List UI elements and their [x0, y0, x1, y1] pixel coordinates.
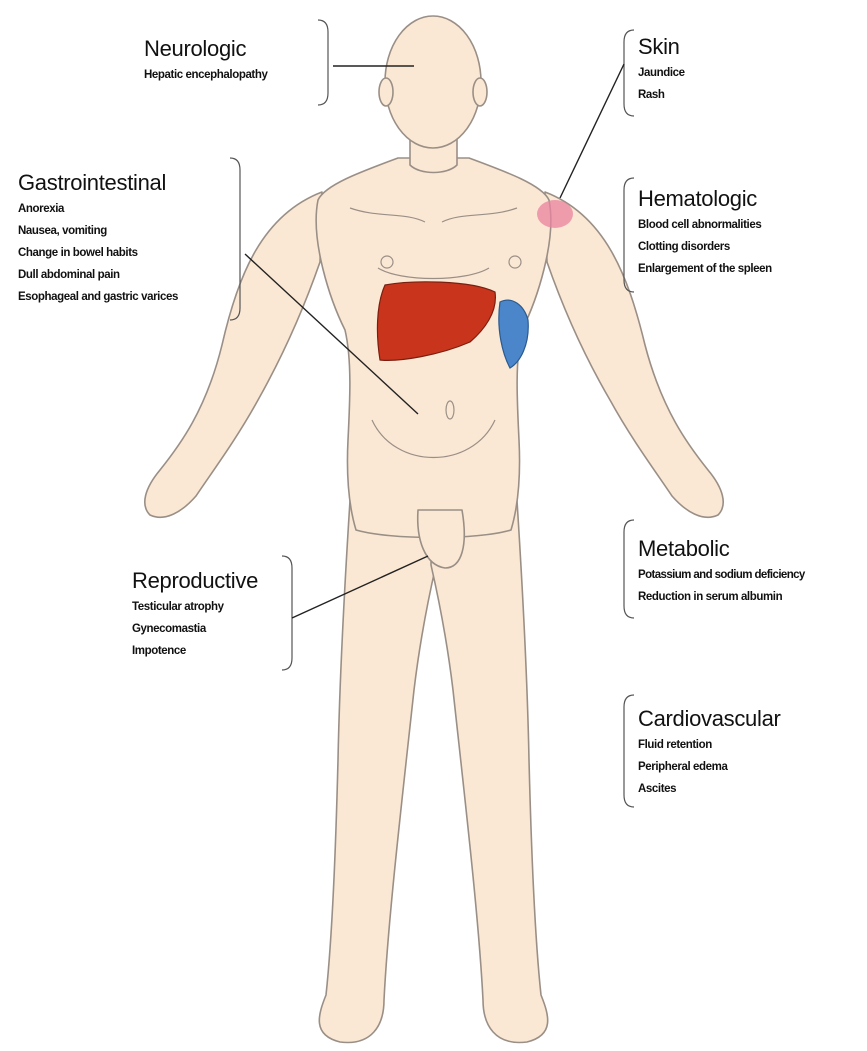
reproductive-item: Impotence — [132, 640, 258, 662]
metabolic-item: Reduction in serum albumin — [638, 586, 805, 608]
reproductive-item: Testicular atrophy — [132, 596, 258, 618]
leader-skin — [560, 64, 624, 198]
metabolic-item: Potassium and sodium deficiency — [638, 564, 805, 586]
metabolic-heading: Metabolic — [638, 536, 805, 562]
bracket-metabolic — [624, 520, 634, 618]
hematologic-item: Enlargement of the spleen — [638, 258, 772, 280]
left-leg — [319, 470, 436, 1042]
cardiovascular-item: Peripheral edema — [638, 756, 781, 778]
bracket-neurologic — [318, 20, 328, 105]
gastrointestinal-item: Anorexia — [18, 198, 178, 220]
skin-item: Rash — [638, 84, 685, 106]
gastrointestinal-item: Dull abdominal pain — [18, 264, 178, 286]
head — [385, 16, 481, 148]
gastrointestinal-item: Esophageal and gastric varices — [18, 286, 178, 308]
group-cardiovascular: Cardiovascular Fluid retention Periphera… — [638, 706, 781, 800]
bracket-cardiovascular — [624, 695, 634, 807]
cardiovascular-item: Ascites — [638, 778, 781, 800]
gastrointestinal-item: Nausea, vomiting — [18, 220, 178, 242]
gastrointestinal-item: Change in bowel habits — [18, 242, 178, 264]
cardiovascular-heading: Cardiovascular — [638, 706, 781, 732]
neurologic-item: Hepatic encephalopathy — [144, 64, 267, 86]
right-ear — [473, 78, 487, 106]
group-hematologic: Hematologic Blood cell abnormalities Clo… — [638, 186, 772, 280]
group-reproductive: Reproductive Testicular atrophy Gynecoma… — [132, 568, 258, 662]
hematologic-item: Blood cell abnormalities — [638, 214, 772, 236]
reproductive-item: Gynecomastia — [132, 618, 258, 640]
group-gastrointestinal: Gastrointestinal Anorexia Nausea, vomiti… — [18, 170, 178, 308]
group-skin: Skin Jaundice Rash — [638, 34, 685, 106]
group-metabolic: Metabolic Potassium and sodium deficienc… — [638, 536, 805, 608]
rash-spot — [537, 200, 573, 228]
left-ear — [379, 78, 393, 106]
gastrointestinal-heading: Gastrointestinal — [18, 170, 178, 196]
cardiovascular-item: Fluid retention — [638, 734, 781, 756]
skin-item: Jaundice — [638, 62, 685, 84]
bracket-hematologic — [624, 178, 634, 292]
group-neurologic: Neurologic Hepatic encephalopathy — [144, 36, 267, 86]
hematologic-heading: Hematologic — [638, 186, 772, 212]
bracket-skin — [624, 30, 634, 116]
neurologic-heading: Neurologic — [144, 36, 267, 62]
hematologic-item: Clotting disorders — [638, 236, 772, 258]
bracket-reproductive — [282, 556, 292, 670]
skin-heading: Skin — [638, 34, 685, 60]
reproductive-heading: Reproductive — [132, 568, 258, 594]
